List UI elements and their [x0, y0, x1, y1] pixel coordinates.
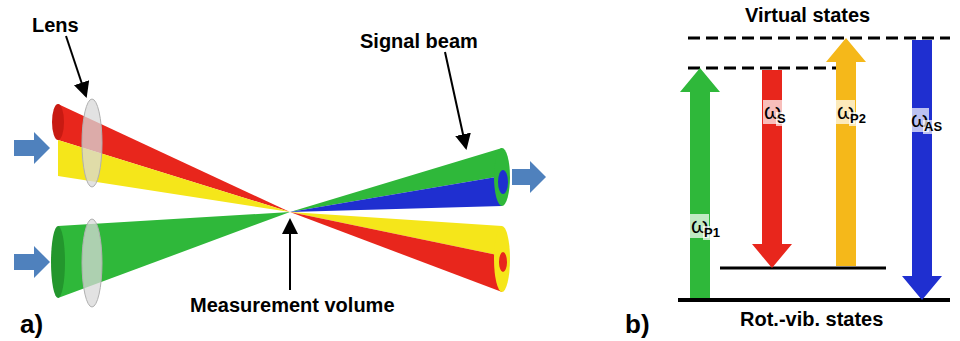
level-label: Virtual states [745, 4, 870, 26]
probe-arrow [826, 38, 866, 266]
part-label: Lens [32, 14, 79, 36]
beam-end [52, 104, 64, 140]
frequency-subscript: AS [923, 120, 943, 134]
frequency-subscript: S [776, 112, 787, 126]
level-label: Rot.-vib. states [740, 308, 883, 330]
beam-end [51, 226, 65, 298]
leader-line [289, 220, 291, 290]
beam-end [499, 252, 507, 272]
energy-level [720, 267, 886, 270]
virtual-level [688, 37, 950, 40]
pump-arrow [680, 68, 720, 298]
part-label: Measurement volume [190, 294, 395, 316]
anti-stokes-arrow [902, 40, 942, 300]
stokes-arrow [752, 70, 792, 268]
lens [82, 99, 102, 187]
lens [82, 219, 102, 307]
input-arrow [14, 246, 50, 278]
laser-beam-red [290, 212, 502, 292]
part-label: Signal beam [360, 30, 478, 52]
signal-beam [290, 176, 502, 212]
panel-label: b) [625, 310, 650, 339]
ground-level [678, 298, 950, 302]
frequency-subscript: P1 [703, 226, 721, 240]
virtual-level [688, 67, 842, 70]
leader-line [66, 36, 86, 96]
output-arrow [512, 161, 546, 193]
frequency-subscript: P2 [849, 112, 867, 126]
beam-end [494, 148, 510, 206]
leader-line [445, 52, 466, 148]
laser-beam-green [290, 148, 502, 212]
beam-end [494, 226, 510, 292]
panel-label: a) [20, 310, 43, 339]
input-arrow [14, 132, 50, 164]
beam-end [498, 170, 508, 194]
